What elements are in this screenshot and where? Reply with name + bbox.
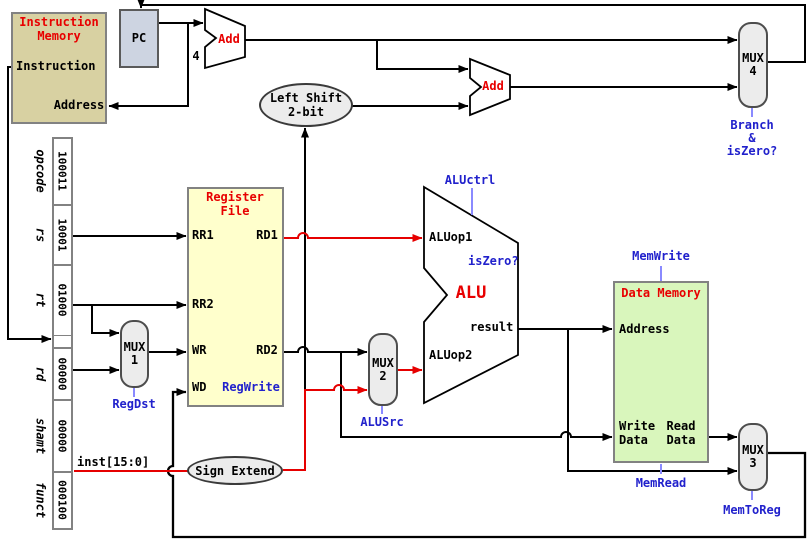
mux2-label-line2: 2 — [379, 368, 387, 383]
left-shift-label-line1: Left Shift — [269, 91, 343, 105]
sign-extend-label: Sign Extend — [195, 463, 275, 478]
mux4-select-line2: & — [748, 131, 756, 145]
adder1-constant: 4 — [192, 49, 200, 63]
field-name-funct: funct — [33, 481, 48, 519]
mux4-label-line2: 4 — [749, 64, 757, 78]
pc-label: PC — [131, 31, 147, 45]
mux4-select-line1: Branch — [730, 118, 774, 132]
mux4-label-line1: MUX — [742, 51, 764, 65]
left-shift-label-line2: 2-bit — [287, 105, 325, 119]
mux1: MUX 1 — [120, 320, 149, 388]
field-value-funct: 000100 — [55, 480, 69, 520]
register-file-box — [187, 187, 284, 407]
data-memory-box — [613, 281, 709, 463]
wd-port-label: WD — [192, 380, 207, 394]
wire-signext-to-mux2 — [283, 384, 368, 471]
mux3-label-line2: 3 — [749, 456, 757, 470]
regdst-label: RegDst — [112, 397, 156, 411]
inst-bus-label: inst[15:0] — [77, 455, 150, 469]
dm-writedata-line1: Write — [619, 419, 656, 433]
field-name-rd: rd — [33, 366, 48, 382]
field-name-opcode: opcode — [33, 149, 48, 193]
regwrite-label: RegWrite — [222, 380, 280, 394]
field-value-rt: 01000 — [55, 283, 69, 317]
wr-port-label: WR — [192, 343, 207, 357]
aluop2-port-label: ALUop2 — [429, 348, 473, 362]
dm-readdata-line1: Read — [666, 419, 696, 433]
rd2-port-label: RD2 — [256, 343, 278, 357]
sign-extend-ellipse: Sign Extend — [187, 456, 283, 485]
rr2-port-label: RR2 — [192, 297, 214, 311]
field-value-opcode: 100011 — [55, 151, 69, 191]
field-name-shamt: shamt — [33, 417, 48, 455]
alusrc-label: ALUSrc — [360, 415, 404, 429]
field-name-rt: rt — [33, 292, 48, 308]
adder2-shape — [469, 57, 511, 117]
dm-readdata-line2: Data — [666, 433, 696, 447]
mux3-label-line1: MUX — [742, 443, 764, 457]
alu-title: ALU — [455, 283, 487, 303]
alu-shape — [423, 185, 519, 405]
wire-mux3-to-wd — [166, 388, 807, 539]
field-box-funct — [52, 471, 73, 530]
aluctrl-label: ALUctrl — [444, 173, 496, 187]
mux2-label-line1: MUX — [372, 355, 394, 370]
field-name-rs: rs — [33, 227, 48, 243]
register-file-title-line1: Register — [206, 190, 264, 204]
instruction-memory-box — [11, 12, 107, 124]
pc-box — [119, 9, 159, 68]
register-file-title-line2: File — [220, 204, 250, 218]
memread-label: MemRead — [635, 476, 687, 490]
field-column-connector — [52, 336, 73, 348]
adder1-label: Add — [218, 32, 240, 46]
mux3: MUX 3 — [738, 423, 768, 491]
instruction-memory-title-line2: Memory — [37, 29, 81, 43]
data-memory-title: Data Memory — [621, 286, 701, 300]
left-shift-ellipse: Left Shift 2-bit — [259, 83, 353, 127]
mux1-label-line1: MUX — [123, 340, 146, 354]
adder1-shape — [204, 7, 246, 70]
aluop1-port-label: ALUop1 — [429, 230, 473, 244]
instruction-port-label: Instruction — [16, 59, 96, 73]
wire-rd1-to-aluop1 — [284, 232, 423, 242]
wire-rt-to-mux1 — [91, 305, 120, 337]
wire-rd2-to-mux2 — [284, 346, 368, 356]
mux4: MUX 4 — [738, 22, 768, 108]
rd1-port-label: RD1 — [256, 228, 278, 242]
wire-rd2-to-writedata — [340, 352, 613, 441]
dm-address-port-label: Address — [619, 322, 670, 336]
mux2: MUX 2 — [368, 333, 398, 406]
field-value-rs: 10001 — [55, 218, 69, 252]
instruction-memory-title-line1: Instruction — [19, 15, 99, 29]
field-value-shamt: 00000 — [55, 419, 69, 453]
field-value-rd: 00000 — [55, 357, 69, 391]
iszero-label: isZero? — [468, 254, 519, 268]
wire-mux4-to-pc — [137, 0, 806, 63]
result-port-label: result — [470, 320, 514, 334]
wire-result-to-mux3 — [567, 329, 738, 475]
memtoreg-label: MemToReg — [723, 503, 781, 517]
dm-writedata-line2: Data — [619, 433, 648, 447]
adder2-label: Add — [482, 79, 504, 93]
wire-pc-to-imem-address — [108, 23, 189, 110]
wire-add1-to-add2 — [376, 40, 469, 73]
address-port-label: Address — [53, 98, 105, 112]
mux1-label-line2: 1 — [130, 353, 139, 367]
rr1-port-label: RR1 — [192, 228, 214, 242]
memwrite-label: MemWrite — [632, 249, 690, 263]
mux4-select-line3: isZero? — [726, 144, 778, 158]
